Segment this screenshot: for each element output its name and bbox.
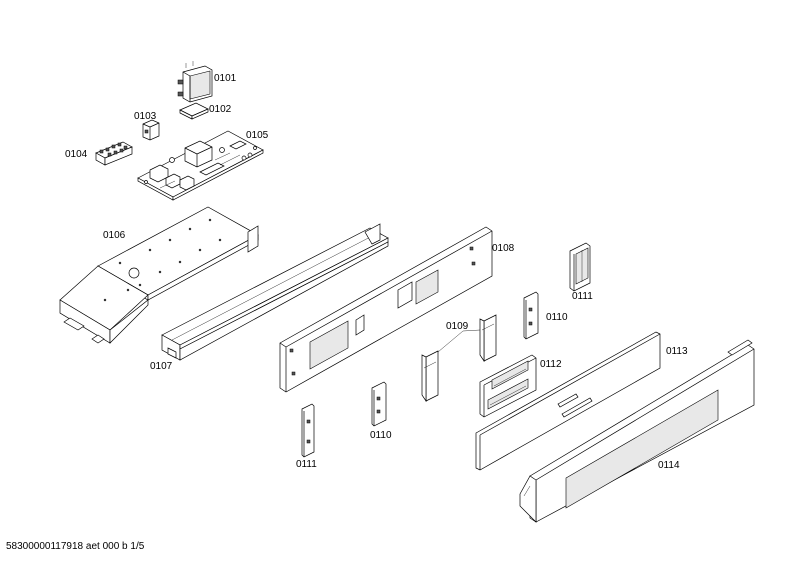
- part-panel-strip-0113[interactable]: [475, 331, 661, 471]
- label-0113: 0113: [666, 346, 688, 357]
- document-reference: 58300000117918 aet 000 b 1/5: [6, 541, 145, 552]
- part-housing-plate-0106[interactable]: [59, 206, 259, 344]
- part-rail-0107[interactable]: [161, 223, 389, 361]
- part-relay-0103[interactable]: [142, 119, 160, 141]
- label-0107: 0107: [150, 361, 173, 372]
- part-bracket-0111-left[interactable]: [301, 403, 315, 458]
- label-0101: 0101: [214, 73, 237, 84]
- label-0102: 0102: [209, 104, 232, 115]
- part-bracket-0111-right[interactable]: [569, 242, 591, 292]
- part-front-fascia-0114[interactable]: [519, 339, 755, 523]
- label-0114: 0114: [658, 460, 680, 471]
- label-0104: 0104: [65, 149, 88, 160]
- label-0105: 0105: [246, 130, 269, 141]
- part-bracket-0110-right[interactable]: [523, 291, 539, 340]
- part-terminal-block-0104[interactable]: [95, 141, 133, 166]
- part-bracket-0110-left[interactable]: [371, 381, 387, 427]
- part-bracket-0109[interactable]: [421, 314, 497, 403]
- label-0108: 0108: [492, 243, 515, 254]
- label-0103: 0103: [134, 111, 157, 122]
- label-0110-left: 0110: [370, 430, 392, 441]
- label-0110-right: 0110: [546, 312, 568, 323]
- part-front-frame-0108[interactable]: [279, 226, 493, 393]
- part-circuit-board-0105[interactable]: [137, 130, 264, 201]
- part-transformer-0101[interactable]: [177, 61, 213, 103]
- label-0111-left: 0111: [296, 459, 317, 470]
- label-0109: 0109: [446, 321, 469, 332]
- part-display-module-0112[interactable]: [479, 354, 537, 418]
- part-pad-0102[interactable]: [179, 102, 209, 120]
- label-0111-right: 0111: [572, 291, 593, 302]
- label-0106: 0106: [103, 230, 126, 241]
- part-labels: 0101 0102 0103 0104 0105 0106 0107 0108 …: [65, 73, 688, 471]
- label-0112: 0112: [540, 359, 562, 370]
